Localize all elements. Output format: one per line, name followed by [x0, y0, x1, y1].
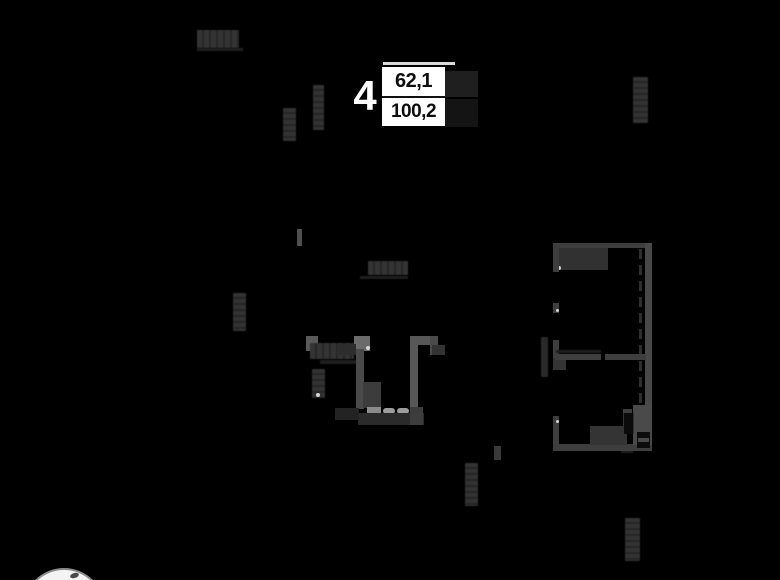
fixture-symbol: [638, 438, 649, 442]
wall-segment: [363, 382, 381, 408]
room-count: 4: [353, 72, 377, 119]
wall-tick: [297, 229, 302, 246]
wall-segment: [553, 340, 559, 359]
dimension-text-blob: [633, 77, 648, 123]
marker-dot: [316, 393, 320, 397]
dimension-line: [320, 360, 360, 364]
wall-segment: [553, 243, 651, 248]
dimension-text-blob: [312, 369, 325, 398]
door-symbol: [623, 413, 634, 434]
dimension-line: [360, 276, 408, 279]
window-line: [639, 249, 642, 407]
card-shadow-top: [445, 71, 478, 97]
wall-hatch: [556, 350, 601, 353]
unit-area-card[interactable]: 62,1 100,2: [382, 67, 445, 126]
wall-segment: [555, 354, 601, 360]
wall-segment: [553, 303, 559, 313]
dimension-text-blob: [283, 108, 296, 141]
wall-segment: [590, 426, 627, 445]
stair-tread: [383, 408, 395, 414]
wall-segment: [410, 336, 438, 345]
dimension-text-blob: [625, 518, 640, 561]
wall-segment: [553, 243, 559, 272]
wall-segment: [553, 248, 608, 270]
compass-circle: [23, 568, 105, 580]
wall-segment: [358, 413, 424, 425]
wall-segment: [645, 243, 652, 451]
wall-segment: [337, 344, 356, 355]
stair-tread: [397, 408, 409, 414]
wall-segment: [335, 408, 359, 420]
marker-dot: [557, 266, 561, 270]
dimension-text-blob: [197, 30, 239, 48]
wall-segment: [553, 416, 559, 450]
wall-segment: [410, 336, 418, 408]
dimension-line: [197, 48, 243, 51]
wall-segment: [553, 358, 566, 370]
living-area-value: 62,1: [382, 67, 445, 98]
stair-landing: [367, 407, 381, 413]
wall-segment: [410, 407, 423, 425]
wall-segment: [432, 345, 445, 355]
dimension-text-blob: [541, 337, 548, 377]
wall-segment: [605, 354, 646, 360]
total-area-value: 100,2: [390, 101, 437, 122]
dimension-text-blob: [233, 293, 246, 331]
dimension-text-blob: [368, 261, 408, 275]
wall-segment: [623, 409, 632, 413]
wall-segment: [356, 349, 364, 409]
card-shadow-bottom: [445, 99, 478, 127]
marker-dot: [556, 420, 559, 423]
card-top-rule: [383, 62, 455, 65]
dimension-text-blob: [313, 85, 324, 130]
marker-dot: [366, 346, 370, 350]
wall-segment: [553, 444, 652, 451]
wall-tick: [494, 446, 501, 460]
dimension-text-blob: [465, 463, 478, 506]
marker-dot: [556, 309, 559, 312]
